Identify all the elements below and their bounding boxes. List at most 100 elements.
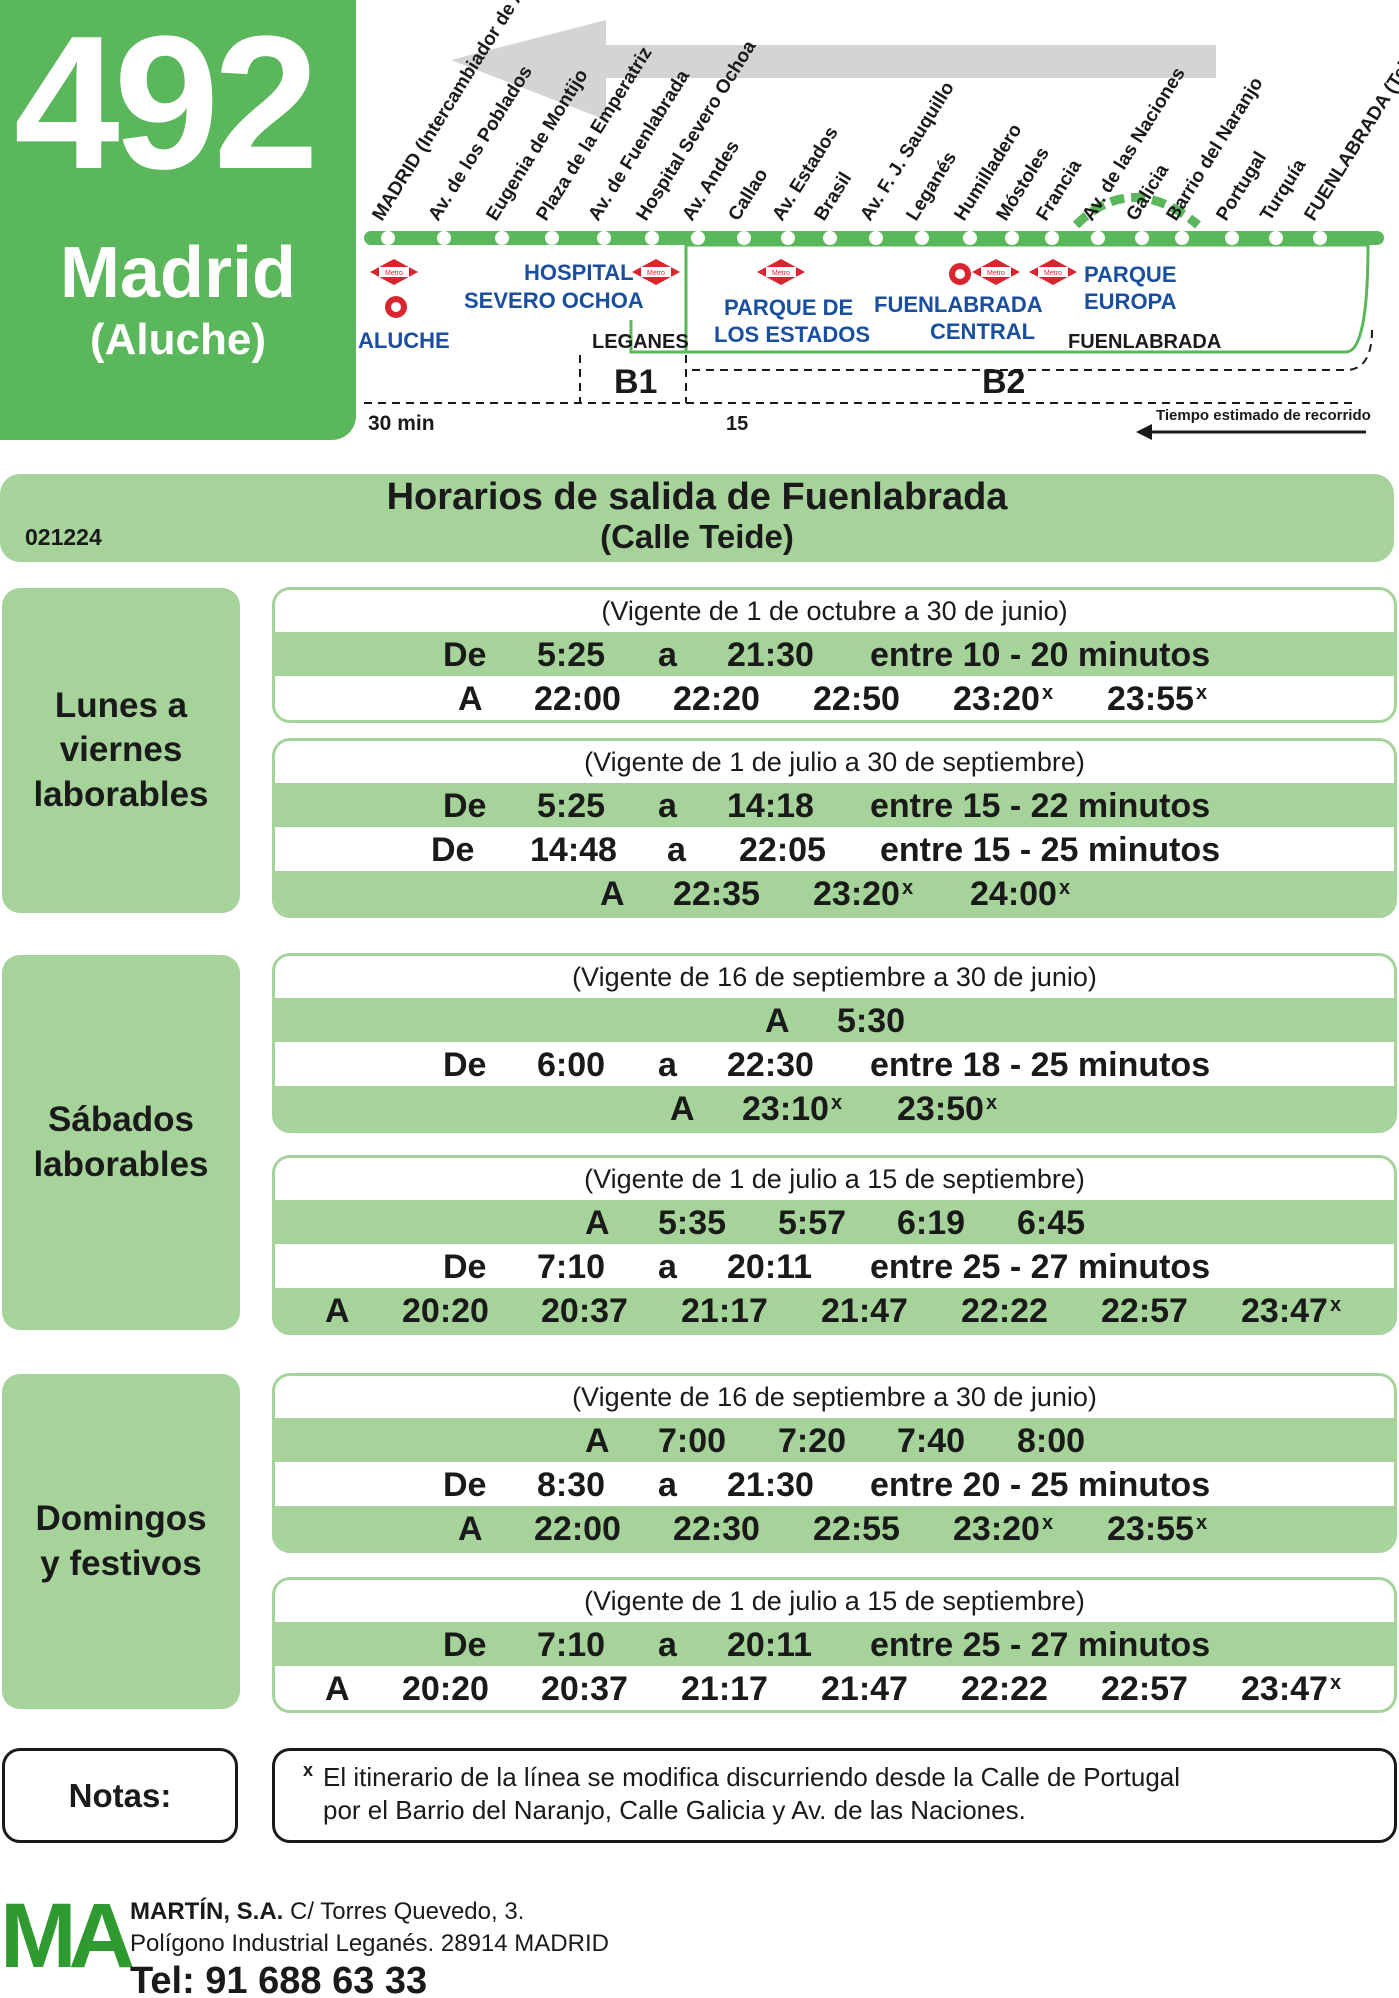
route-stop-dot [737, 231, 751, 245]
svg-text:Metro: Metro [647, 270, 665, 277]
metro-icon: Metro [632, 259, 680, 285]
validity: (Vigente de 1 de octubre a 30 de junio) [601, 595, 1068, 626]
zone-b2: B2 [982, 363, 1025, 401]
station-fuenlabrada-central-2: CENTRAL [930, 319, 1035, 344]
route-stop-dot [437, 231, 451, 245]
detour-arc [1072, 193, 1201, 229]
notes-line1: El itinerario de la línea se modifica di… [323, 1762, 1181, 1792]
validity: (Vigente de 16 de septiembre a 30 de jun… [572, 1381, 1097, 1412]
schedule-row: A 20:20 20:37 21:17 21:47 22:22 22:57 23… [325, 1670, 1342, 1708]
route-stop-dot [1005, 231, 1019, 245]
route-stop-dot [1175, 231, 1189, 245]
schedule-saturdays-summer: (Vigente de 1 de julio a 15 de septiembr… [272, 1155, 1397, 1335]
line-number: 492 [14, 0, 319, 209]
schedule-weekdays-summer: (Vigente de 1 de julio a 30 de septiembr… [272, 738, 1397, 918]
time-mid: 15 [726, 413, 748, 435]
company-phone: Tel: 91 688 63 33 [130, 1960, 428, 1998]
route-stop-label: Av. de los Poblados [424, 62, 536, 224]
time-total: 30 min [368, 412, 435, 435]
route-stop-dot [1269, 231, 1283, 245]
doc-code: 021224 [25, 524, 102, 550]
station-parque-europa-2: EUROPA [1084, 289, 1177, 314]
metro-icon: Metro [972, 259, 1020, 285]
station-fuenlabrada: FUENLABRADA [1068, 331, 1221, 353]
schedule-sundays-winter: (Vigente de 16 de septiembre a 30 de jun… [272, 1373, 1397, 1553]
notes-box: x El itinerario de la línea se modifica … [272, 1748, 1397, 1843]
route-stop-dot [645, 231, 659, 245]
station-parque-estados-1: PARQUE DE [724, 295, 853, 320]
schedule-sundays-summer: (Vigente de 1 de julio a 15 de septiembr… [272, 1577, 1397, 1713]
station-aluche: ALUCHE [358, 328, 450, 353]
route-diagram: MADRID (Intercambiador de Aluche)Av. de … [356, 0, 1399, 440]
schedule-row: De 5:25 a 14:18 entre 15 - 22 minutos [275, 783, 1394, 827]
title-line2: (Calle Teide) [600, 518, 794, 555]
route-stop-label: Callao [724, 165, 772, 224]
company-line1: MARTÍN, S.A. C/ Torres Quevedo, 3. [130, 1898, 525, 1925]
day-label-sundays: Domingos y festivos [2, 1374, 240, 1709]
route-stop-dot [381, 231, 395, 245]
schedule-row: A 5:30 [275, 998, 1394, 1042]
validity: (Vigente de 1 de julio a 30 de septiembr… [584, 746, 1085, 777]
route-stop-dot [545, 231, 559, 245]
route-stop-dot [915, 231, 929, 245]
company-logo: MA [0, 1885, 135, 1987]
metro-icon: Metro [757, 259, 805, 285]
validity: (Vigente de 16 de septiembre a 30 de jun… [572, 961, 1097, 992]
line-city: Madrid [59, 233, 296, 313]
metro-icon: Metro [1029, 259, 1077, 285]
company-address: Polígono Industrial Leganés. 28914 MADRI… [130, 1930, 609, 1957]
footer: MA MARTÍN, S.A. C/ Torres Quevedo, 3. Po… [0, 1890, 800, 1998]
route-stop-dot [869, 231, 883, 245]
schedule-row: De 5:25 a 21:30 entre 10 - 20 minutos [275, 632, 1394, 676]
route-stop-dot [963, 231, 977, 245]
schedule-row: De 7:10 a 20:11 entre 25 - 27 minutos [275, 1622, 1394, 1666]
schedule-weekdays-winter: (Vigente de 1 de octubre a 30 de junio) … [272, 587, 1397, 723]
route-stop-dot [1045, 231, 1059, 245]
zone-b1: B1 [614, 363, 657, 401]
route-stop-dot [1135, 231, 1149, 245]
notes-mark: x [303, 1760, 314, 1780]
schedule-saturdays-winter: (Vigente de 16 de septiembre a 30 de jun… [272, 953, 1397, 1133]
svg-text:Metro: Metro [1044, 270, 1062, 277]
validity: (Vigente de 1 de julio a 15 de septiembr… [584, 1585, 1085, 1616]
station-hospital-2: SEVERO OCHOA [464, 288, 644, 313]
route-stop-dot [495, 231, 509, 245]
svg-text:Metro: Metro [772, 270, 790, 277]
route-stop-dot [1091, 231, 1105, 245]
route-stop-dot [1225, 231, 1239, 245]
route-stop-label: FUENLABRADA (Teide) [1300, 34, 1399, 224]
station-parque-europa-1: PARQUE [1084, 262, 1177, 287]
line-header: 492 Madrid (Aluche) [0, 0, 356, 440]
day-label-weekdays: Lunes a viernes laborables [2, 588, 240, 913]
route-stop-dot [597, 231, 611, 245]
direction-arrow [451, 20, 1216, 120]
route-stop-dot [823, 231, 837, 245]
route-stop-dot [781, 231, 795, 245]
title-bar: 021224 Horarios de salida de Fuenlabrada… [0, 474, 1394, 562]
notes-label: Notas: [2, 1748, 238, 1843]
station-fuenlabrada-central-1: FUENLABRADA [874, 292, 1043, 317]
route-stop-label: MADRID (Intercambiador de Aluche) [368, 0, 559, 225]
station-hospital-1: HOSPITAL [524, 260, 634, 285]
schedule-row: De 6:00 a 22:30 entre 18 - 25 minutos [443, 1046, 1211, 1084]
metro-icon: Metro [370, 259, 418, 285]
day-label-saturdays: Sábados laborables [2, 955, 240, 1330]
schedule-row: A 5:35 5:57 6:19 6:45 [275, 1200, 1394, 1244]
validity: (Vigente de 1 de julio a 15 de septiembr… [584, 1163, 1085, 1194]
route-stop-dot [1313, 231, 1327, 245]
title-line1: Horarios de salida de Fuenlabrada [386, 476, 1008, 518]
schedule-row: A 20:20 20:37 21:17 21:47 22:22 22:57 23… [275, 1288, 1394, 1332]
route-loop [684, 243, 1370, 354]
route-stop-label: Brasil [810, 169, 856, 225]
svg-text:Metro: Metro [385, 270, 403, 277]
time-note: Tiempo estimado de recorrido [1156, 407, 1371, 424]
station-leganes: LEGANES [592, 331, 689, 353]
route-stop-dot [691, 231, 705, 245]
schedule-row: De 14:48 a 22:05 entre 15 - 25 minutos [431, 831, 1221, 869]
station-parque-estados-2: LOS ESTADOS [714, 322, 870, 347]
schedule-row: De 7:10 a 20:11 entre 25 - 27 minutos [443, 1248, 1211, 1286]
